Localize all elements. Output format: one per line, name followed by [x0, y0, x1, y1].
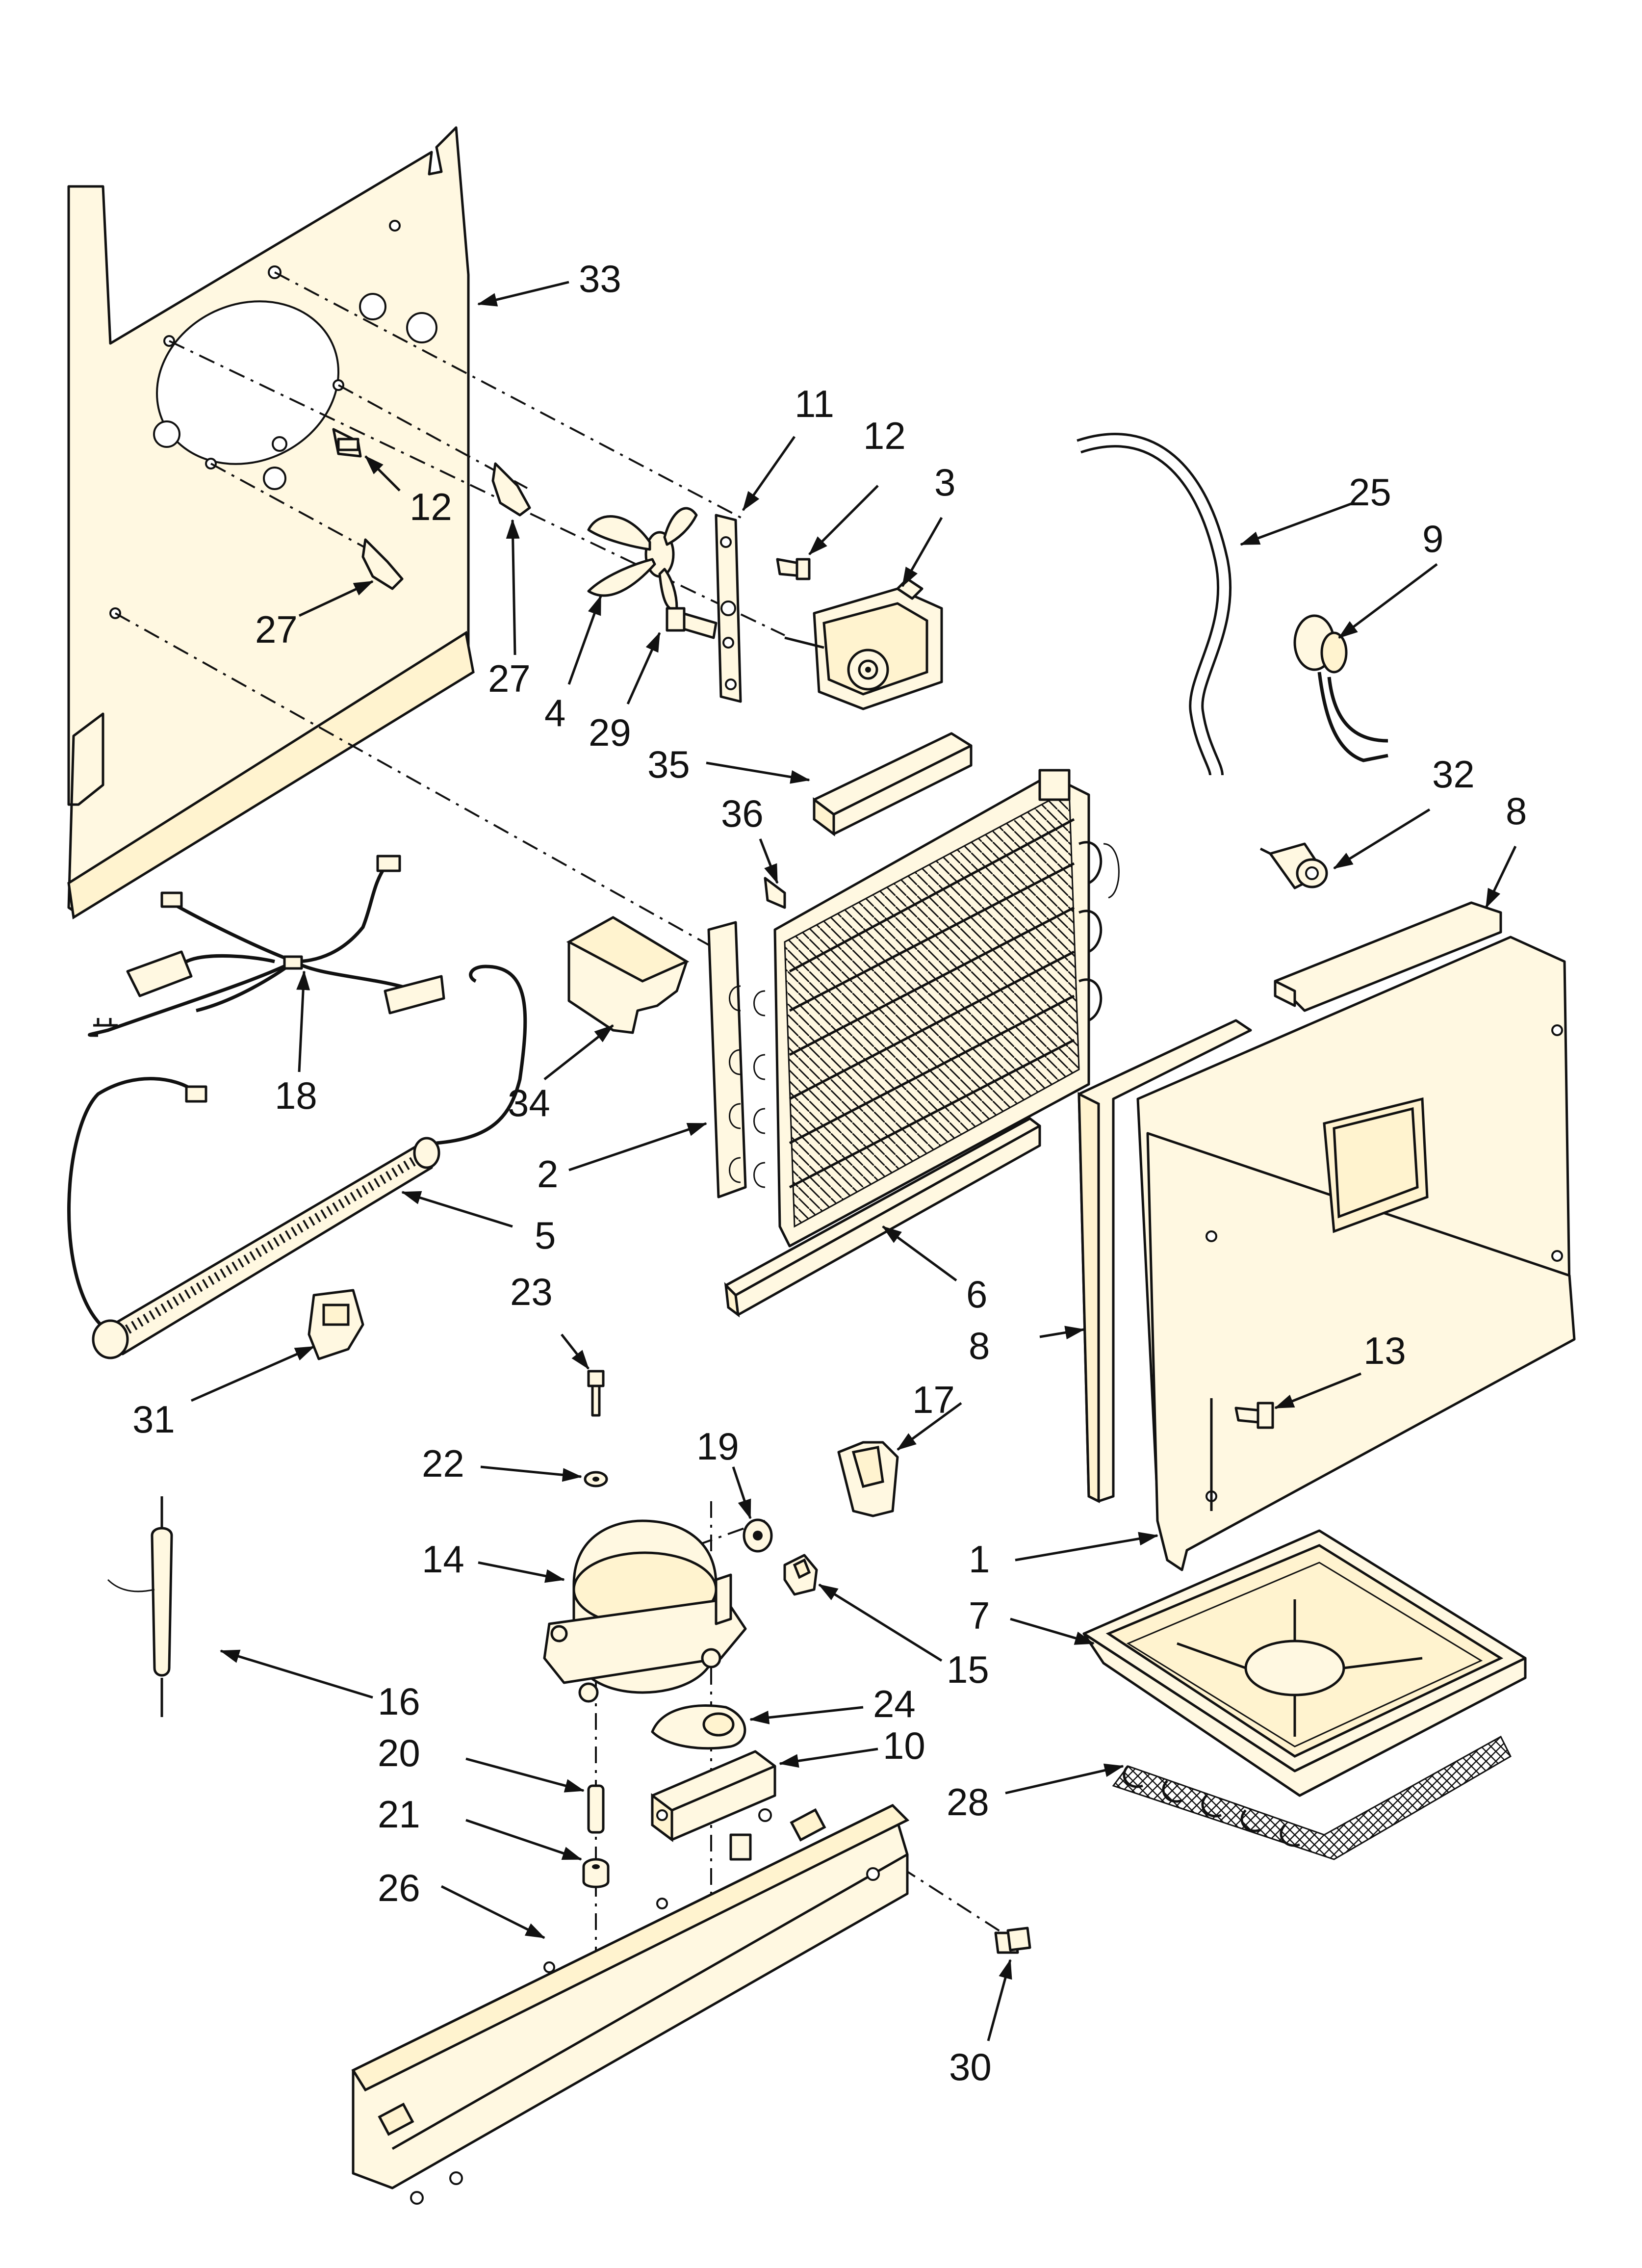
callout-labels: 33 11 12 12 3 25 9 27 27 4 29 35 36 32 8…	[132, 257, 1527, 2088]
thermostat-9	[1293, 614, 1388, 762]
callout-31: 31	[132, 1398, 175, 1441]
left-rail-8	[1078, 1019, 1252, 1504]
overload-19	[743, 1518, 773, 1553]
fan-blade	[587, 507, 698, 611]
callout-10: 10	[883, 1724, 925, 1767]
callout-27: 27	[255, 608, 298, 651]
compressor-base-26	[351, 1803, 910, 2205]
sleeve-20	[587, 1784, 605, 1834]
callout-14: 14	[422, 1538, 464, 1581]
callout-25: 25	[1349, 470, 1391, 514]
callout-13: 13	[1363, 1329, 1406, 1372]
callout-3: 3	[934, 461, 955, 504]
screw-30	[994, 1927, 1031, 1954]
drain-pan-7	[1082, 1529, 1527, 1797]
callout-15: 15	[947, 1648, 989, 1691]
callout-36: 36	[721, 792, 764, 835]
callout-27: 27	[488, 657, 531, 700]
screw-23	[587, 1370, 605, 1417]
callout-34: 34	[508, 1081, 550, 1124]
callout-2: 2	[537, 1152, 558, 1196]
callout-16: 16	[378, 1680, 420, 1723]
alignment-line	[169, 340, 785, 636]
relay-15	[783, 1554, 818, 1596]
callout-22: 22	[422, 1442, 464, 1485]
alignment-line	[115, 612, 721, 953]
callout-8: 8	[969, 1324, 990, 1367]
callout-4: 4	[544, 691, 565, 734]
rear-panel	[67, 126, 475, 920]
callout-5: 5	[535, 1214, 556, 1257]
foam-block-34	[566, 916, 690, 1034]
evaporator-rail-6	[724, 1117, 1041, 1318]
side-rail-8	[1274, 901, 1502, 1012]
terminal-block-31	[308, 1289, 364, 1360]
callout-7: 7	[969, 1594, 990, 1637]
callout-28: 28	[947, 1780, 989, 1824]
callout-11: 11	[795, 382, 834, 425]
callout-6: 6	[966, 1273, 987, 1316]
drip-trough-35	[813, 732, 973, 836]
callout-12: 12	[410, 485, 452, 528]
callout-26: 26	[378, 1866, 420, 1909]
screw-12-left	[332, 428, 362, 458]
callout-29: 29	[589, 711, 631, 754]
callout-9: 9	[1422, 517, 1443, 560]
callout-23: 23	[510, 1270, 553, 1313]
relay-cover-17	[837, 1441, 899, 1517]
callout-19: 19	[696, 1425, 739, 1468]
screw-29	[666, 607, 718, 639]
callout-12: 12	[863, 414, 906, 457]
filter-drier-16	[107, 1496, 173, 1717]
callout-20: 20	[378, 1731, 420, 1774]
bushing-32	[1259, 842, 1328, 889]
callout-17: 17	[912, 1378, 955, 1421]
callout-30: 30	[949, 2045, 992, 2088]
wire-harness-18	[88, 855, 445, 1037]
bracket-27-lower	[361, 538, 404, 590]
callout-8: 8	[1506, 789, 1527, 833]
fan-bracket-11	[715, 514, 742, 703]
washer-22	[584, 1471, 608, 1487]
alignment-line	[872, 1849, 1011, 1939]
bracket-10	[651, 1750, 776, 1842]
screw-36	[764, 877, 786, 909]
callout-24: 24	[873, 1682, 916, 1725]
callout-33: 33	[579, 257, 621, 300]
screw-13	[1234, 1402, 1274, 1429]
screw-12-right	[776, 558, 811, 580]
callout-21: 21	[378, 1793, 420, 1836]
defrost-heater-5	[67, 965, 527, 1359]
callout-1: 1	[969, 1538, 990, 1581]
evaporator-coil	[707, 769, 1120, 1248]
grommet-21	[582, 1858, 610, 1888]
compressor-14	[543, 1519, 747, 1703]
callout-32: 32	[1432, 753, 1475, 796]
pan-heater-28	[1112, 1735, 1512, 1860]
alignment-line	[696, 1520, 766, 1546]
cushion-24	[651, 1704, 746, 1750]
drain-tube-25	[1077, 433, 1232, 776]
leader-lines	[190, 281, 1517, 2041]
callout-35: 35	[647, 743, 690, 786]
callout-18: 18	[275, 1074, 317, 1117]
fan-motor-3	[784, 577, 943, 710]
cover-1	[1136, 936, 1576, 1571]
alignment-line	[210, 463, 378, 555]
bracket-27-upper	[491, 462, 531, 517]
alignment-line	[274, 271, 746, 521]
